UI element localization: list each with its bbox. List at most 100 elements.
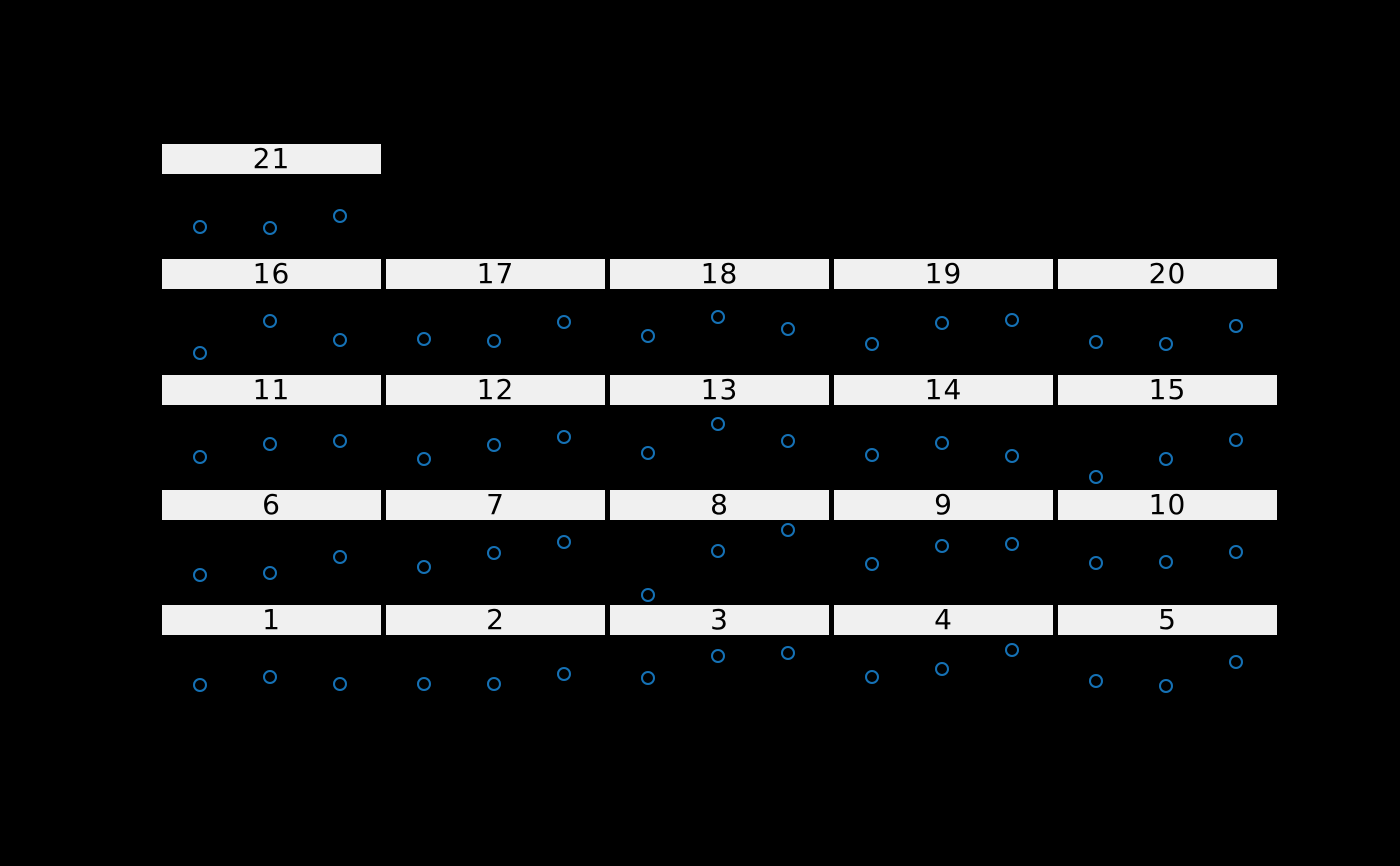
panel-strip: 4 (832, 603, 1055, 637)
data-point (780, 321, 795, 336)
data-point (486, 334, 501, 349)
panel-2 (384, 637, 607, 718)
panel-18 (608, 291, 831, 373)
strip-label: 8 (710, 488, 729, 521)
data-point (934, 315, 949, 330)
data-point (1004, 536, 1019, 551)
panel-strip: 17 (384, 257, 607, 291)
panel-9 (832, 522, 1055, 603)
data-point (1228, 319, 1243, 334)
panel-strip: 7 (384, 488, 607, 522)
strip-label: 21 (252, 142, 291, 175)
data-point (1228, 433, 1243, 448)
data-point (640, 671, 655, 686)
data-point (262, 669, 277, 684)
strip-label: 13 (700, 373, 739, 406)
strip-label: 14 (924, 373, 963, 406)
data-point (556, 429, 571, 444)
data-point (262, 437, 277, 452)
data-point (710, 310, 725, 325)
panel-strip: 8 (608, 488, 831, 522)
data-point (556, 315, 571, 330)
panel-10 (1056, 522, 1279, 603)
data-point (864, 447, 879, 462)
data-point (332, 333, 347, 348)
panel-strip: 1 (160, 603, 383, 637)
data-point (1004, 642, 1019, 657)
strip-label: 3 (710, 603, 729, 636)
data-point (486, 545, 501, 560)
data-point (1088, 334, 1103, 349)
strip-label: 2 (486, 603, 505, 636)
data-point (780, 646, 795, 661)
panel-strip: 6 (160, 488, 383, 522)
data-point (332, 549, 347, 564)
panel-13 (608, 407, 831, 488)
panel-17 (384, 291, 607, 373)
strip-label: 4 (934, 603, 953, 636)
panel-8 (608, 522, 831, 603)
data-point (710, 544, 725, 559)
strip-label: 12 (476, 373, 515, 406)
panel-strip: 11 (160, 373, 383, 407)
data-point (486, 438, 501, 453)
data-point (640, 587, 655, 602)
data-point (710, 417, 725, 431)
panel-5 (1056, 637, 1279, 718)
data-point (192, 677, 207, 692)
panel-12 (384, 407, 607, 488)
panel-strip: 13 (608, 373, 831, 407)
data-point (416, 451, 431, 466)
panel-15 (1056, 407, 1279, 488)
data-point (1228, 544, 1243, 559)
strip-label: 19 (924, 257, 963, 290)
panel-19 (832, 291, 1055, 373)
panel-strip: 21 (160, 142, 383, 176)
data-point (1088, 556, 1103, 571)
panel-strip: 15 (1056, 373, 1279, 407)
data-point (1088, 673, 1103, 688)
data-point (864, 337, 879, 352)
panel-strip: 2 (384, 603, 607, 637)
panel-4 (832, 637, 1055, 718)
panel-strip: 18 (608, 257, 831, 291)
panel-16 (160, 291, 383, 373)
data-point (1088, 469, 1103, 484)
strip-label: 15 (1148, 373, 1187, 406)
panel-20 (1056, 291, 1279, 373)
data-point (864, 669, 879, 684)
data-point (556, 535, 571, 550)
data-point (416, 676, 431, 691)
data-point (262, 314, 277, 329)
strip-label: 10 (1148, 488, 1187, 521)
data-point (1158, 451, 1173, 466)
data-point (780, 523, 795, 538)
panel-1 (160, 637, 383, 718)
data-point (192, 346, 207, 361)
panel-3 (608, 637, 831, 718)
strip-label: 17 (476, 257, 515, 290)
panel-14 (832, 407, 1055, 488)
data-point (640, 446, 655, 461)
panel-strip: 12 (384, 373, 607, 407)
data-point (192, 450, 207, 465)
data-point (416, 332, 431, 347)
data-point (934, 435, 949, 450)
panel-strip: 16 (160, 257, 383, 291)
data-point (1004, 312, 1019, 327)
data-point (780, 434, 795, 449)
data-point (192, 220, 207, 235)
strip-label: 5 (1158, 603, 1177, 636)
panel-7 (384, 522, 607, 603)
data-point (332, 208, 347, 223)
strip-label: 9 (934, 488, 953, 521)
strip-label: 11 (252, 373, 291, 406)
data-point (640, 329, 655, 344)
panel-21 (160, 176, 383, 257)
data-point (416, 560, 431, 575)
data-point (1158, 678, 1173, 693)
data-point (1158, 554, 1173, 569)
data-point (1004, 448, 1019, 463)
strip-label: 6 (262, 488, 281, 521)
